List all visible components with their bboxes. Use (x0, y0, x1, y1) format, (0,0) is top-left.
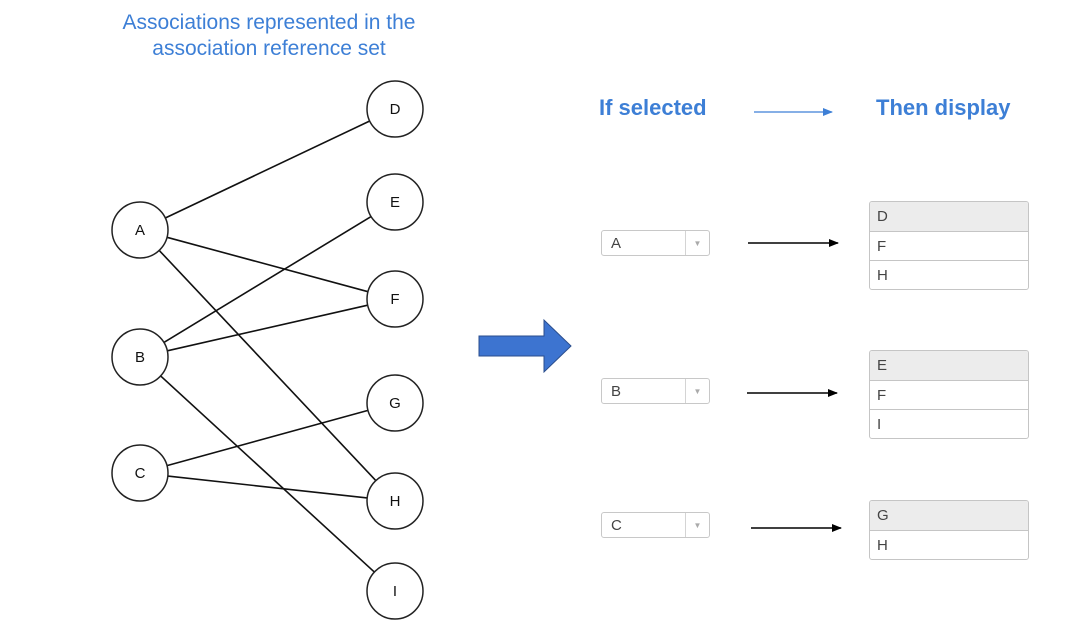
node-circle (366, 80, 424, 138)
node-e: E (366, 173, 424, 231)
select-dropdown[interactable]: B ▼ (601, 378, 710, 404)
if-selected-header: If selected (599, 95, 707, 120)
display-list: G H (869, 500, 1029, 560)
node-circle (366, 374, 424, 432)
node-label: D (390, 101, 401, 118)
select-value: C (611, 517, 622, 534)
chevron-down-icon[interactable]: ▼ (685, 231, 709, 255)
select-value: B (611, 383, 622, 400)
select-dropdown[interactable]: A ▼ (601, 230, 710, 256)
list-item[interactable]: F (870, 380, 1028, 409)
node-f: F (366, 270, 424, 328)
list-item[interactable]: I (870, 409, 1028, 438)
edge-a-d (164, 120, 371, 219)
node-label: H (390, 493, 401, 510)
list-item[interactable]: E (870, 351, 1028, 380)
then-display-header: Then display (876, 95, 1011, 120)
node-label: I (393, 583, 397, 600)
list-item[interactable]: G (870, 501, 1028, 530)
node-label: B (135, 349, 145, 366)
list-item[interactable]: H (870, 260, 1028, 289)
node-circle (366, 562, 424, 620)
edge-a-h (158, 249, 377, 482)
node-label: E (390, 194, 400, 211)
display-list: D F H (869, 201, 1029, 290)
node-circle (366, 173, 424, 231)
transform-arrow-icon (478, 318, 572, 374)
node-i: I (366, 562, 424, 620)
list-item[interactable]: D (870, 202, 1028, 231)
node-a: A (111, 201, 169, 259)
display-list: E F I (869, 350, 1029, 439)
node-circle (111, 444, 169, 502)
edge-c-h (167, 475, 368, 499)
node-circle (111, 328, 169, 386)
title-line-2: association reference set (152, 37, 386, 60)
node-b: B (111, 328, 169, 386)
node-h: H (366, 472, 424, 530)
edge-a-f (166, 236, 369, 293)
node-c: C (111, 444, 169, 502)
node-label: F (390, 291, 399, 308)
node-label: C (135, 465, 146, 482)
select-dropdown[interactable]: C ▼ (601, 512, 710, 538)
edge-c-g (166, 409, 369, 467)
list-item[interactable]: F (870, 231, 1028, 260)
node-circle (111, 201, 169, 259)
node-d: D (366, 80, 424, 138)
chevron-down-icon[interactable]: ▼ (685, 513, 709, 537)
list-item[interactable]: H (870, 530, 1028, 559)
edge-b-e (163, 215, 372, 344)
node-label: A (135, 222, 145, 239)
node-circle (366, 270, 424, 328)
diagram-title: Associations represented in the associat… (60, 10, 478, 62)
node-label: G (389, 395, 401, 412)
edge-b-i (160, 375, 375, 573)
node-circle (366, 472, 424, 530)
edge-b-f (167, 304, 368, 352)
node-g: G (366, 374, 424, 432)
select-value: A (611, 235, 622, 252)
title-line-1: Associations represented in the (122, 11, 416, 34)
chevron-down-icon[interactable]: ▼ (685, 379, 709, 403)
